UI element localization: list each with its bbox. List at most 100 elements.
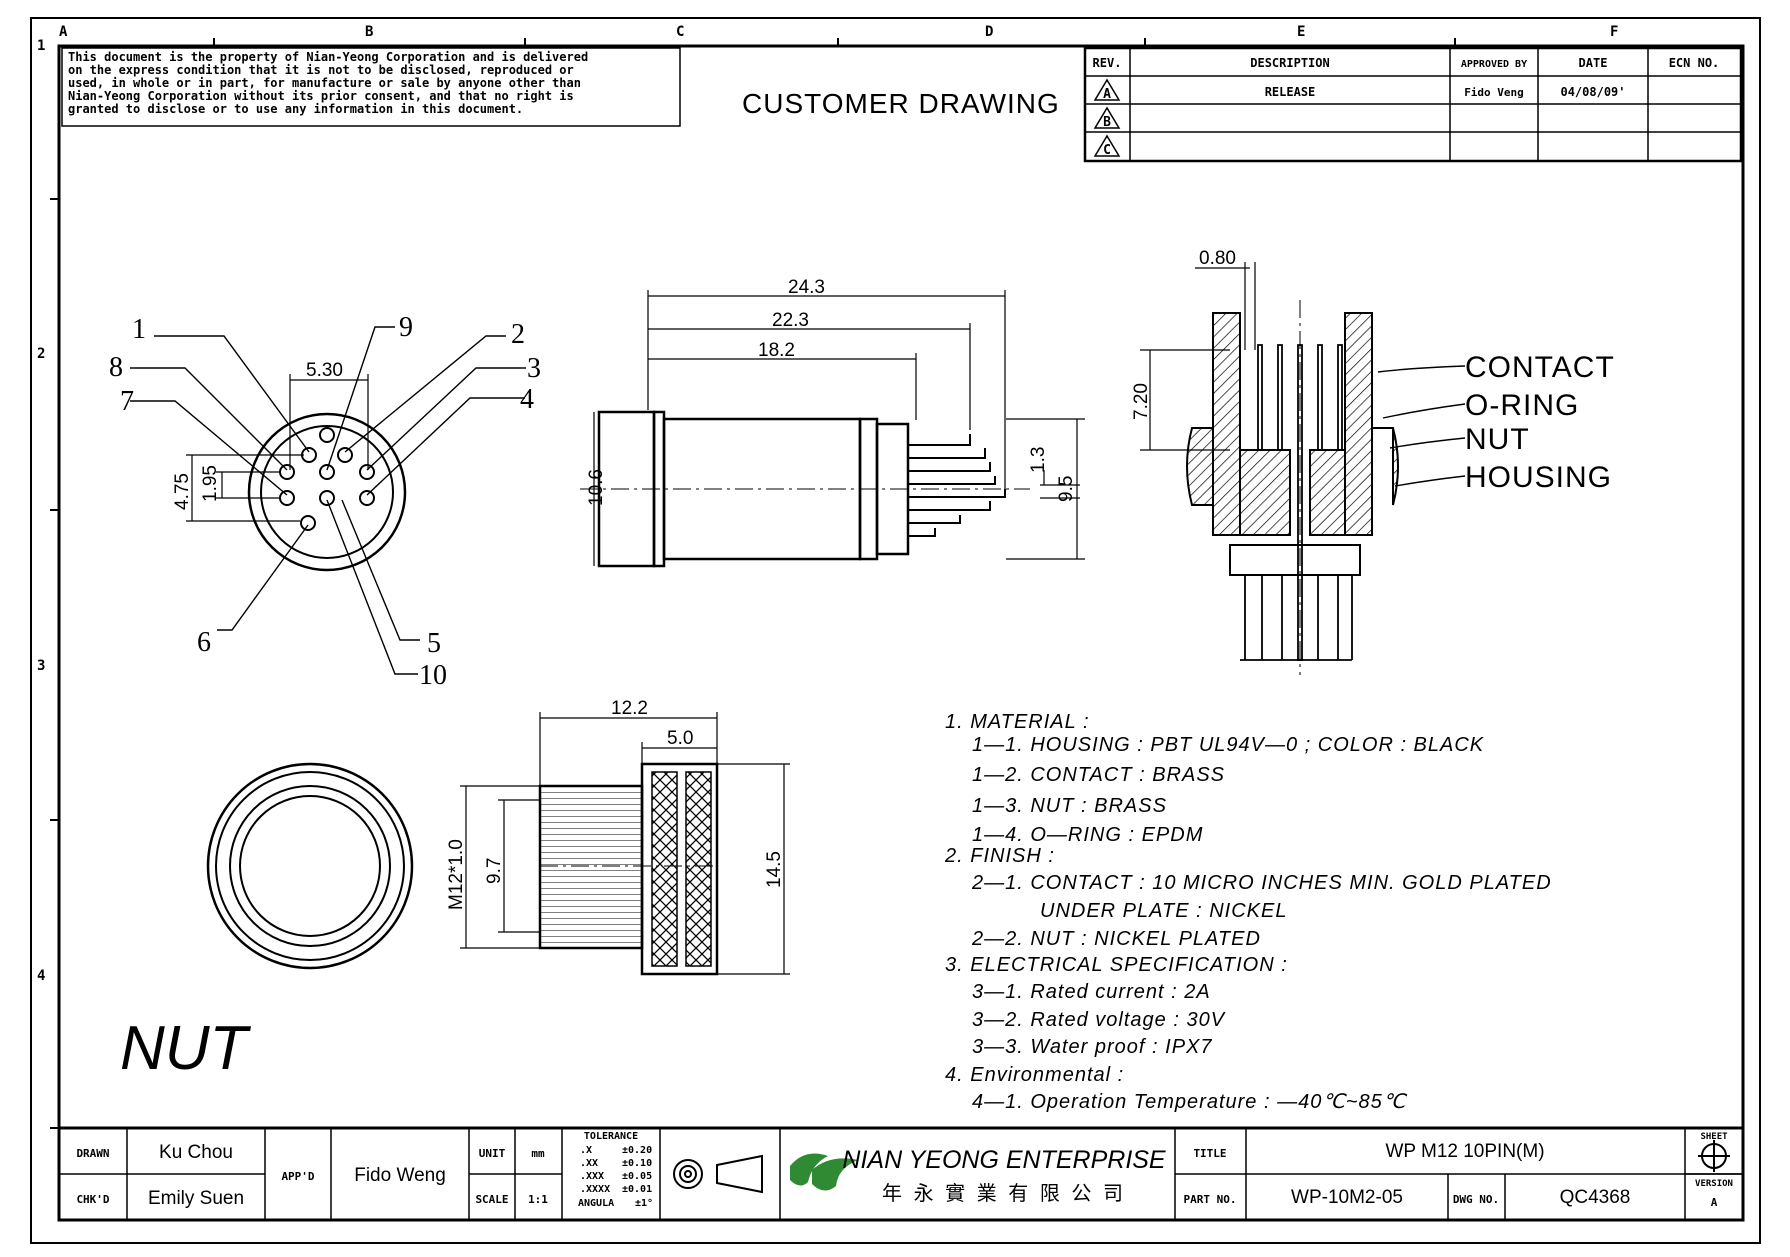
zone-3: 3 [37,658,45,674]
zone-1: 1 [37,38,45,54]
drawn-label: DRAWN [76,1147,109,1160]
rev-b-label: B [1103,115,1111,130]
sheet-crosshair-icon [1698,1140,1730,1172]
zone-a: A [59,24,68,40]
note: 3. ELECTRICAL SPECIFICATION : [945,954,1288,976]
dim-9-5: 9.5 [1056,476,1077,502]
note: 1—3. NUT : BRASS [972,795,1167,817]
tol-value: ±0.05 [622,1171,652,1182]
zone-letters: A B C D E F 1 2 3 4 [37,24,1618,984]
note: 3—3. Water proof : IPX7 [972,1036,1213,1058]
notice-line: on the express condition that it is not … [68,63,574,77]
tol-key: .X [580,1145,592,1156]
dim-12-2: 12.2 [611,698,648,719]
notice-line: granted to disclose or to use any inform… [68,102,523,116]
note: 4—1. Operation Temperature : —40℃~85℃ [972,1091,1408,1113]
version-label: VERSION [1695,1179,1733,1189]
dim-5-0: 5.0 [667,728,693,749]
tol-key: .XX [580,1158,598,1169]
pin-8: 8 [109,352,123,383]
title-block: DRAWN CHK'D APP'D UNIT SCALE mm 1:1 TITL… [57,1126,1745,1222]
tol-key: .XXX [580,1171,604,1182]
dim-pitch: 5.30 [306,360,343,381]
zone-4: 4 [37,968,45,984]
dim-9-7: 9.7 [484,858,505,884]
ecn-header: ECN NO. [1669,56,1720,70]
appd-name: Fido Weng [354,1165,446,1186]
zone-e: E [1297,24,1305,40]
title-label: TITLE [1193,1147,1226,1160]
callout-o-ring: O-RING [1465,389,1579,422]
section-leaders [1377,365,1466,487]
pin-2: 2 [511,319,525,350]
callout-contact: CONTACT [1465,351,1615,384]
front-view: 1 2 3 4 5 6 7 8 9 10 5.30 4.75 1.95 [109,312,541,691]
chkd-name: Emily Suen [148,1188,244,1209]
dwg-number: QC4368 [1560,1187,1631,1208]
pin-leaders [130,326,526,675]
zone-2: 2 [37,346,45,362]
dim-22-3: 22.3 [772,310,809,331]
side-view: 24.3 22.3 18.2 10.6 1.3 9.5 [580,277,1085,568]
projection-symbol-icon [673,1154,763,1194]
tol-value: ±0.10 [622,1158,652,1169]
inner-frame [57,44,1745,1222]
notice-line: This document is the property of Nian-Ye… [68,50,588,64]
callout-nut: NUT [1465,423,1530,456]
rev-c-label: C [1103,143,1111,158]
note: 1—1. HOUSING : PBT UL94V—0 ; COLOR : BLA… [972,734,1485,756]
nut-side-view: 12.2 5.0 M12*1.0 9.7 14.5 [446,698,790,976]
outer-frame [30,17,1761,1244]
pin-9: 9 [399,312,413,343]
rev-a-date: 04/08/09' [1560,85,1625,99]
dim-1-3: 1.3 [1028,447,1049,473]
side-pins [908,434,1006,537]
dim-18-2: 18.2 [758,340,795,361]
revision-triangles [1093,78,1121,157]
pin-1: 1 [132,314,146,345]
zone-f: F [1610,24,1618,40]
notice-box [61,47,681,127]
drawing-heading: CUSTOMER DRAWING [742,88,1060,119]
dim-14-5: 14.5 [764,851,785,888]
scale-label: SCALE [475,1193,508,1206]
scale-value: 1:1 [528,1193,548,1206]
note: 1. MATERIAL : [945,711,1090,733]
notice-line: used, in whole or in part, for manufactu… [68,76,581,90]
approved-header: APPROVED BY [1461,59,1527,70]
dwg-label: DWG NO. [1453,1193,1499,1206]
nut-end-view [206,762,414,970]
tol-key: .XXXX [580,1184,610,1195]
nut-label: NUT [120,1014,252,1083]
sheet-label: SHEET [1700,1132,1728,1142]
unit-label: UNIT [479,1147,506,1160]
side-dim-labels: 24.3 22.3 18.2 10.6 1.3 9.5 [586,277,1077,506]
tol-value: ±0.20 [622,1145,652,1156]
face-inner [260,425,394,559]
dim-0-80: 0.80 [1199,248,1236,269]
note: UNDER PLATE : NICKEL [1040,900,1287,922]
face-outer [247,412,407,572]
section-contacts [1240,344,1353,661]
note: 2—1. CONTACT : 10 MICRO INCHES MIN. GOLD… [971,872,1552,894]
tol-value: ±0.01 [622,1184,652,1195]
section-callouts: CONTACT O-RING NUT HOUSING [1465,351,1615,494]
pin-5: 5 [427,628,441,659]
drawn-name: Ku Chou [159,1142,233,1163]
note: 1—4. O—RING : EPDM [972,824,1203,846]
title-value: WP M12 10PIN(M) [1385,1141,1544,1162]
tol-key: ANGULA [578,1198,614,1209]
pin-10: 10 [419,660,447,691]
dim-24-3: 24.3 [788,277,825,298]
nut-dims [460,712,790,975]
pin-7: 7 [120,386,134,417]
pin-numbers: 1 2 3 4 5 6 7 8 9 10 [109,312,541,691]
tol-value: ±1° [635,1198,653,1209]
nut-dim-labels: 12.2 5.0 M12*1.0 9.7 14.5 [446,698,785,910]
note: 3—1. Rated current : 2A [972,981,1211,1003]
side-dims [593,290,1085,566]
note: 4. Environmental : [945,1064,1124,1086]
dim-inner: 1.95 [200,465,221,502]
version-value: A [1711,1196,1718,1209]
tolerance-title: TOLERANCE [584,1131,638,1142]
